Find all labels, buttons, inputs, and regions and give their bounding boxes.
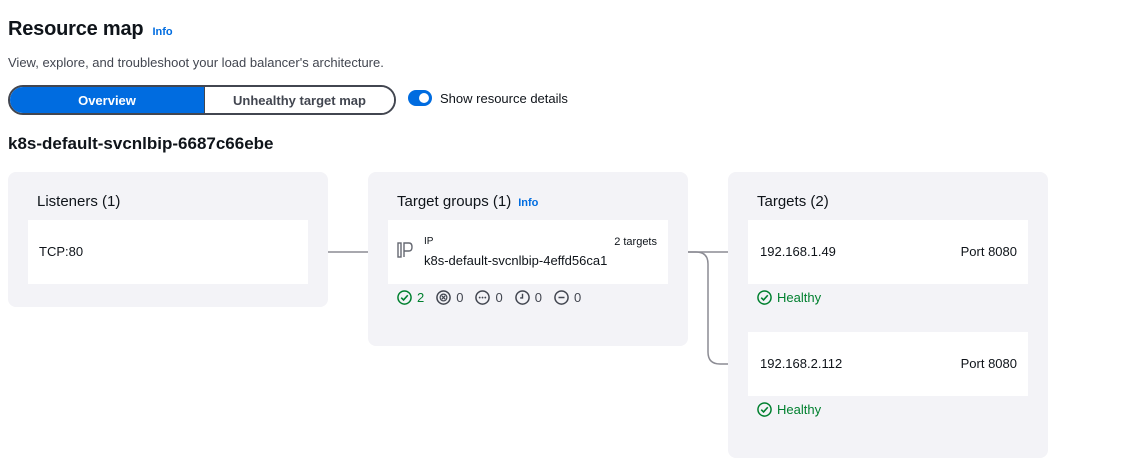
view-segmented-control: Overview Unhealthy target map <box>8 85 396 115</box>
target-ip: 192.168.2.112 <box>760 356 843 371</box>
toggle-label: Show resource details <box>440 90 568 106</box>
initial-count-value: 0 <box>534 290 542 305</box>
unhealthy-count-value: 0 <box>456 290 464 305</box>
target-health-status: Healthy <box>757 290 821 305</box>
target-group-name: k8s-default-svcnlbip-4effd56ca1 <box>424 253 608 268</box>
unhealthy-x-icon <box>436 290 452 305</box>
unused-count-value: 0 <box>495 290 503 305</box>
unhealthy-target-map-tab[interactable]: Unhealthy target map <box>204 87 394 113</box>
draining-minus-icon <box>554 290 569 305</box>
target-health-label: Healthy <box>777 402 822 417</box>
healthy-check-icon <box>757 290 772 305</box>
unused-count: 0 <box>475 290 503 305</box>
healthy-count: 2 <box>397 290 424 305</box>
target-card[interactable]: 192.168.2.112 Port 8080 <box>748 332 1028 396</box>
targets-panel: Targets (2) 192.168.1.49 Port 8080 Healt… <box>728 172 1048 458</box>
healthy-check-icon <box>757 402 772 417</box>
toggle-switch[interactable] <box>408 90 432 106</box>
listeners-panel: Listeners (1) TCP:80 <box>8 172 328 307</box>
draining-count-value: 0 <box>573 290 582 305</box>
listener-label: TCP:80 <box>39 244 84 259</box>
target-groups-title-text: Target groups (1) <box>397 193 512 210</box>
target-health-status: Healthy <box>757 402 821 417</box>
targets-title-text: Targets (2) <box>757 193 829 210</box>
initial-clock-icon <box>514 290 530 305</box>
ip-icon <box>397 241 413 263</box>
target-groups-title: Target groups (1) Info <box>397 193 538 210</box>
listeners-title-text: Listeners (1) <box>37 193 121 210</box>
target-ip: 192.168.1.49 <box>760 244 836 259</box>
target-card[interactable]: 192.168.1.49 Port 8080 <box>748 220 1028 284</box>
overview-tab[interactable]: Overview <box>10 87 204 113</box>
unused-dots-icon <box>475 290 491 305</box>
listener-card[interactable]: TCP:80 <box>28 220 308 284</box>
page-header: Resource map Info <box>8 18 173 41</box>
target-groups-panel: Target groups (1) Info IP 2 targets k8s-… <box>368 172 688 346</box>
target-port: Port 8080 <box>960 244 1017 259</box>
unhealthy-count: 0 <box>436 290 463 305</box>
initial-count: 0 <box>514 290 542 305</box>
healthy-check-icon <box>397 290 412 305</box>
load-balancer-name: k8s-default-svcnlbip-6687c66ebe <box>8 134 274 153</box>
page-description: View, explore, and troubleshoot your loa… <box>8 55 384 70</box>
target-group-type: IP <box>424 236 434 247</box>
target-group-count: 2 targets <box>614 236 657 248</box>
target-group-status-counts: 2 0 0 0 <box>397 290 593 305</box>
target-group-card[interactable]: IP 2 targets k8s-default-svcnlbip-4effd5… <box>388 220 668 284</box>
healthy-count-value: 2 <box>417 290 425 305</box>
page-title: Resource map <box>8 18 144 40</box>
draining-count: 0 <box>554 290 581 305</box>
toggle-knob <box>419 93 429 103</box>
target-group-to-target-2-line <box>668 251 748 365</box>
show-resource-details-toggle[interactable]: Show resource details <box>408 90 568 106</box>
target-port: Port 8080 <box>960 356 1017 371</box>
target-groups-info-link[interactable]: Info <box>518 197 539 209</box>
targets-title: Targets (2) <box>757 193 829 210</box>
target-health-label: Healthy <box>777 290 822 305</box>
info-link[interactable]: Info <box>152 26 173 38</box>
listeners-title: Listeners (1) <box>37 193 120 210</box>
